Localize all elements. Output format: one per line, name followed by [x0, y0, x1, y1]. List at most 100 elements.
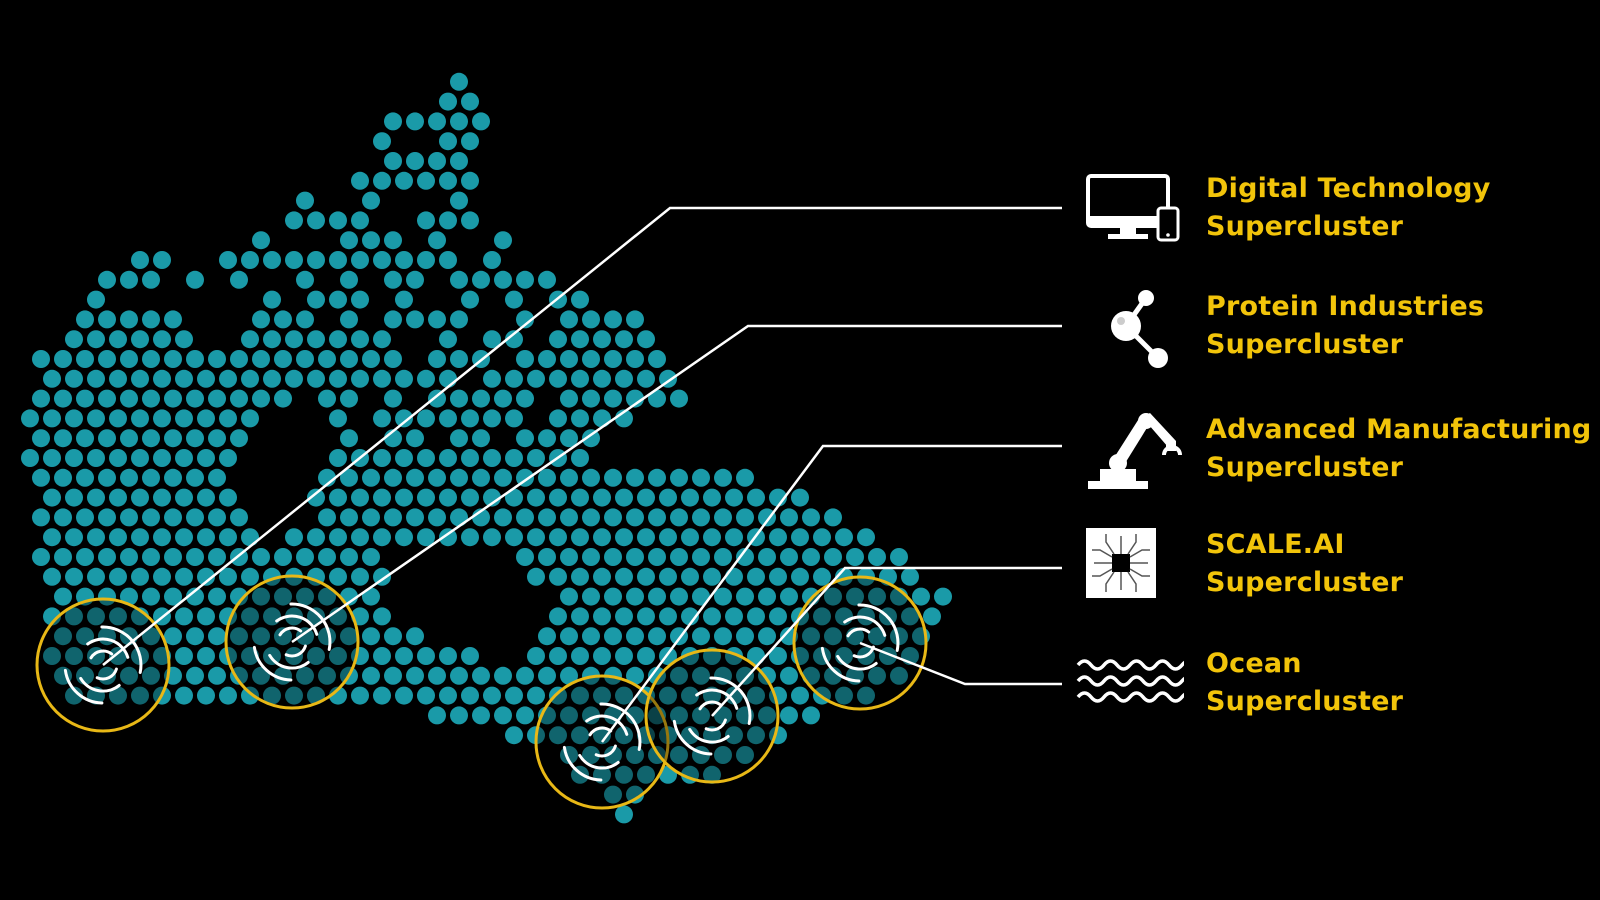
map-dot [406, 429, 424, 448]
map-dot [21, 449, 39, 467]
map-dot [791, 488, 809, 507]
map-dot [186, 508, 204, 527]
map-dot [219, 488, 237, 507]
map-dot [582, 468, 600, 487]
map-dot [142, 310, 160, 329]
map-dot [604, 627, 622, 646]
map-dot [780, 706, 798, 725]
map-dot [692, 627, 710, 646]
map-dot [219, 251, 237, 269]
map-dot [450, 191, 468, 210]
map-dot [725, 528, 743, 547]
map-dot [483, 488, 501, 507]
map-dot [538, 627, 556, 646]
map-dot [120, 310, 138, 329]
map-dot [76, 429, 94, 448]
map-dot [791, 686, 809, 705]
robotic-arm-icon [1088, 413, 1182, 489]
map-dot [153, 567, 171, 586]
map-dot [637, 528, 655, 547]
map-dot [109, 369, 127, 388]
map-dot [329, 647, 347, 665]
map-dot [747, 607, 765, 626]
map-dot [318, 666, 336, 685]
map-dot [461, 409, 479, 428]
map-dot [54, 350, 72, 368]
map-dot [43, 567, 61, 586]
map-dot [890, 666, 908, 685]
map-dot [615, 488, 633, 507]
map-dot [923, 607, 941, 626]
map-dot [384, 389, 402, 408]
map-dot [153, 409, 171, 428]
map-dot [538, 508, 556, 527]
map-dot [593, 369, 611, 388]
map-dot [175, 528, 193, 547]
map-dot [329, 251, 347, 269]
map-dot [109, 330, 127, 349]
map-dot [505, 726, 523, 745]
map-dot [637, 765, 655, 784]
map-dot [76, 508, 94, 527]
map-dot [285, 251, 303, 269]
map-dot [538, 548, 556, 566]
map-dot [461, 290, 479, 309]
map-dot [208, 627, 226, 646]
map-dot [307, 290, 325, 309]
map-dot [373, 132, 391, 151]
map-dot [428, 152, 446, 170]
map-dot [329, 488, 347, 507]
map-dot [450, 706, 468, 725]
map-dot [725, 567, 743, 586]
map-dot [406, 508, 424, 527]
map-dot [296, 350, 314, 368]
map-dot [703, 567, 721, 586]
map-dot [571, 290, 589, 309]
map-dot [516, 508, 534, 527]
map-dot [186, 429, 204, 448]
map-dot [769, 528, 787, 547]
map-dot [604, 746, 622, 764]
map-dot [450, 152, 468, 170]
map-dot [120, 548, 138, 566]
map-dot [461, 528, 479, 547]
map-dot [494, 231, 512, 250]
map-dot [813, 607, 831, 626]
map-dot [582, 587, 600, 606]
map-dot [76, 310, 94, 329]
map-dot [549, 567, 567, 586]
map-dot [439, 132, 457, 151]
map-dot [736, 508, 754, 527]
map-dot [131, 567, 149, 586]
map-dot [428, 112, 446, 131]
map-dot [670, 548, 688, 566]
map-dot [857, 686, 875, 705]
map-dot [197, 528, 215, 547]
map-dot [615, 528, 633, 547]
map-dot [98, 270, 116, 289]
map-dot [571, 528, 589, 547]
map-dot [197, 567, 215, 586]
map-dot [593, 726, 611, 745]
map-dot [780, 508, 798, 527]
map-dot [175, 369, 193, 388]
map-dot [626, 468, 644, 487]
map-dot [362, 548, 380, 566]
map-dot [725, 607, 743, 626]
map-dot [582, 548, 600, 566]
legend-label-manufacturing: Advanced Manufacturing Supercluster [1206, 414, 1592, 483]
map-dot [428, 666, 446, 685]
map-dot [571, 686, 589, 705]
map-dot [626, 548, 644, 566]
map-dot [703, 528, 721, 547]
map-dot [494, 666, 512, 685]
map-dot [780, 587, 798, 606]
map-dot [824, 666, 842, 685]
map-dot [318, 508, 336, 527]
map-dot [406, 112, 424, 131]
map-dot [593, 647, 611, 665]
map-dot [296, 270, 314, 289]
map-dot [670, 706, 688, 725]
map-dot [120, 429, 138, 448]
map-dot [626, 587, 644, 606]
